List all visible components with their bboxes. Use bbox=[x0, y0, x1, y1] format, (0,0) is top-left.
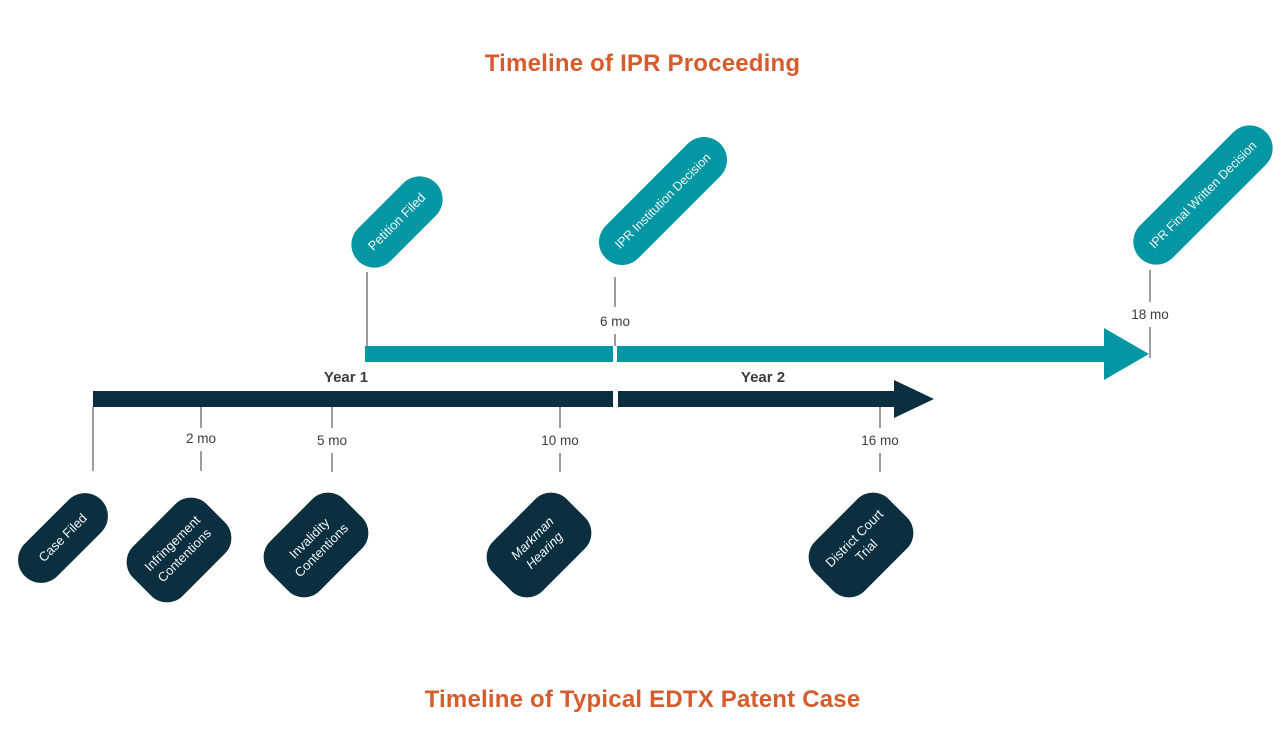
milestone-2mo-label: 2 mo bbox=[185, 431, 216, 446]
ipr-arrow-segment-2 bbox=[617, 346, 1104, 362]
event-pill-ipr-final-written-decision: IPR Final Written Decision bbox=[1123, 115, 1283, 275]
ipr-arrow-segment-1 bbox=[365, 346, 613, 362]
ipr-timeline-title: Timeline of IPR Proceeding bbox=[484, 50, 801, 77]
event-pill-markman-hearing: Markman Hearing bbox=[477, 483, 601, 607]
tick-16mo-lower bbox=[879, 453, 881, 472]
milestone-6mo-label: 6 mo bbox=[599, 314, 630, 329]
edtx-arrow-segment-1 bbox=[93, 391, 613, 407]
edtx-arrow-segment-2 bbox=[618, 391, 894, 407]
ipr-arrowhead bbox=[1104, 328, 1149, 380]
tick-10mo-lower bbox=[559, 453, 561, 472]
edtx-arrowhead bbox=[894, 380, 934, 418]
event-pill-label-line1: District Court bbox=[822, 506, 887, 571]
case-filed-tick bbox=[92, 407, 94, 471]
tick-2mo-upper bbox=[200, 407, 202, 428]
petition-filed-tick bbox=[366, 272, 368, 346]
milestone-10mo-label: 10 mo bbox=[541, 433, 579, 448]
event-pill-label: IPR Institution Decision bbox=[612, 150, 714, 252]
event-pill-ipr-institution-decision: IPR Institution Decision bbox=[589, 127, 737, 275]
milestone-18mo-label: 18 mo bbox=[1131, 307, 1169, 322]
event-pill-label: IPR Final Written Decision bbox=[1146, 138, 1260, 252]
tick-6mo-lower bbox=[614, 334, 616, 346]
tick-2mo-lower bbox=[200, 451, 202, 471]
event-pill-invalidity-contentions: Invalidity Contentions bbox=[254, 483, 378, 607]
year-1-label: Year 1 bbox=[323, 369, 369, 386]
milestone-5mo-label: 5 mo bbox=[316, 433, 347, 448]
event-pill-district-court-trial: District Court Trial bbox=[799, 483, 923, 607]
event-pill-petition-filed: Petition Filed bbox=[341, 166, 453, 278]
tick-18mo-lower bbox=[1149, 327, 1151, 358]
edtx-timeline-title: Timeline of Typical EDTX Patent Case bbox=[424, 686, 861, 713]
event-pill-infringement-contentions: Infringement Contentions bbox=[117, 488, 241, 612]
tick-16mo-upper bbox=[879, 407, 881, 428]
tick-5mo-lower bbox=[331, 453, 333, 472]
year-2-label: Year 2 bbox=[740, 369, 786, 386]
tick-10mo-upper bbox=[559, 407, 561, 428]
tick-5mo-upper bbox=[331, 407, 333, 428]
event-pill-case-filed: Case Filed bbox=[8, 483, 118, 593]
tick-6mo-upper bbox=[614, 277, 616, 307]
event-pill-label: Petition Filed bbox=[364, 189, 429, 254]
event-pill-label: Case Filed bbox=[35, 510, 90, 565]
tick-18mo-upper bbox=[1149, 270, 1151, 302]
milestone-16mo-label: 16 mo bbox=[861, 433, 899, 448]
